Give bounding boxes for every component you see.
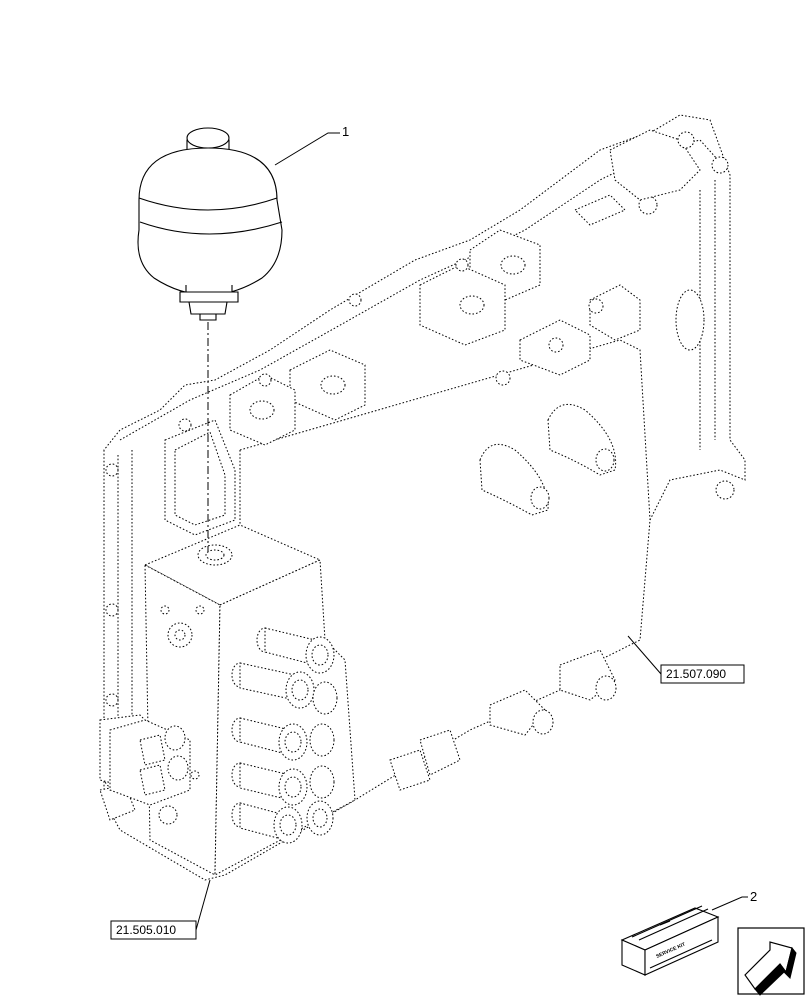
housing-corner-detail (574, 129, 701, 226)
next-page-button[interactable] (737, 927, 805, 996)
reference-box[interactable] (660, 664, 745, 684)
solenoid-row-2 (231, 662, 338, 715)
solenoid-cartridges (231, 627, 338, 844)
solenoid-row-3 (231, 717, 335, 761)
solenoid-row-5 (231, 800, 334, 844)
housing-boss-2 (419, 264, 506, 346)
housing-lower-pads (389, 649, 617, 791)
housing-boss-5 (519, 319, 591, 376)
arrow-right-in-box-icon[interactable] (744, 941, 797, 996)
housing-boss-6 (588, 284, 641, 341)
housing-boss-3 (289, 349, 366, 421)
accumulator (137, 127, 283, 321)
callout-2-label: 2 (750, 889, 757, 904)
reference-label[interactable]: 21.507.090 (666, 667, 726, 681)
solenoid-row-4 (231, 762, 335, 806)
callout-1-label: 1 (342, 124, 349, 139)
solenoid-row-1 (256, 627, 335, 674)
reference-label[interactable]: 21.505.010 (116, 923, 176, 937)
reference-box[interactable] (110, 920, 197, 940)
callout-2: 2 (711, 889, 757, 911)
housing-port-1 (547, 403, 617, 476)
reference-21-505-010[interactable]: 21.505.010 (110, 879, 211, 940)
callout-1: 1 (274, 124, 349, 166)
valve-side-fitting (109, 719, 191, 806)
reference-21-507-090[interactable]: 21.507.090 (627, 635, 745, 684)
service-kit-box: SERVICE KIT (620, 905, 720, 976)
housing-port-2 (479, 443, 550, 516)
